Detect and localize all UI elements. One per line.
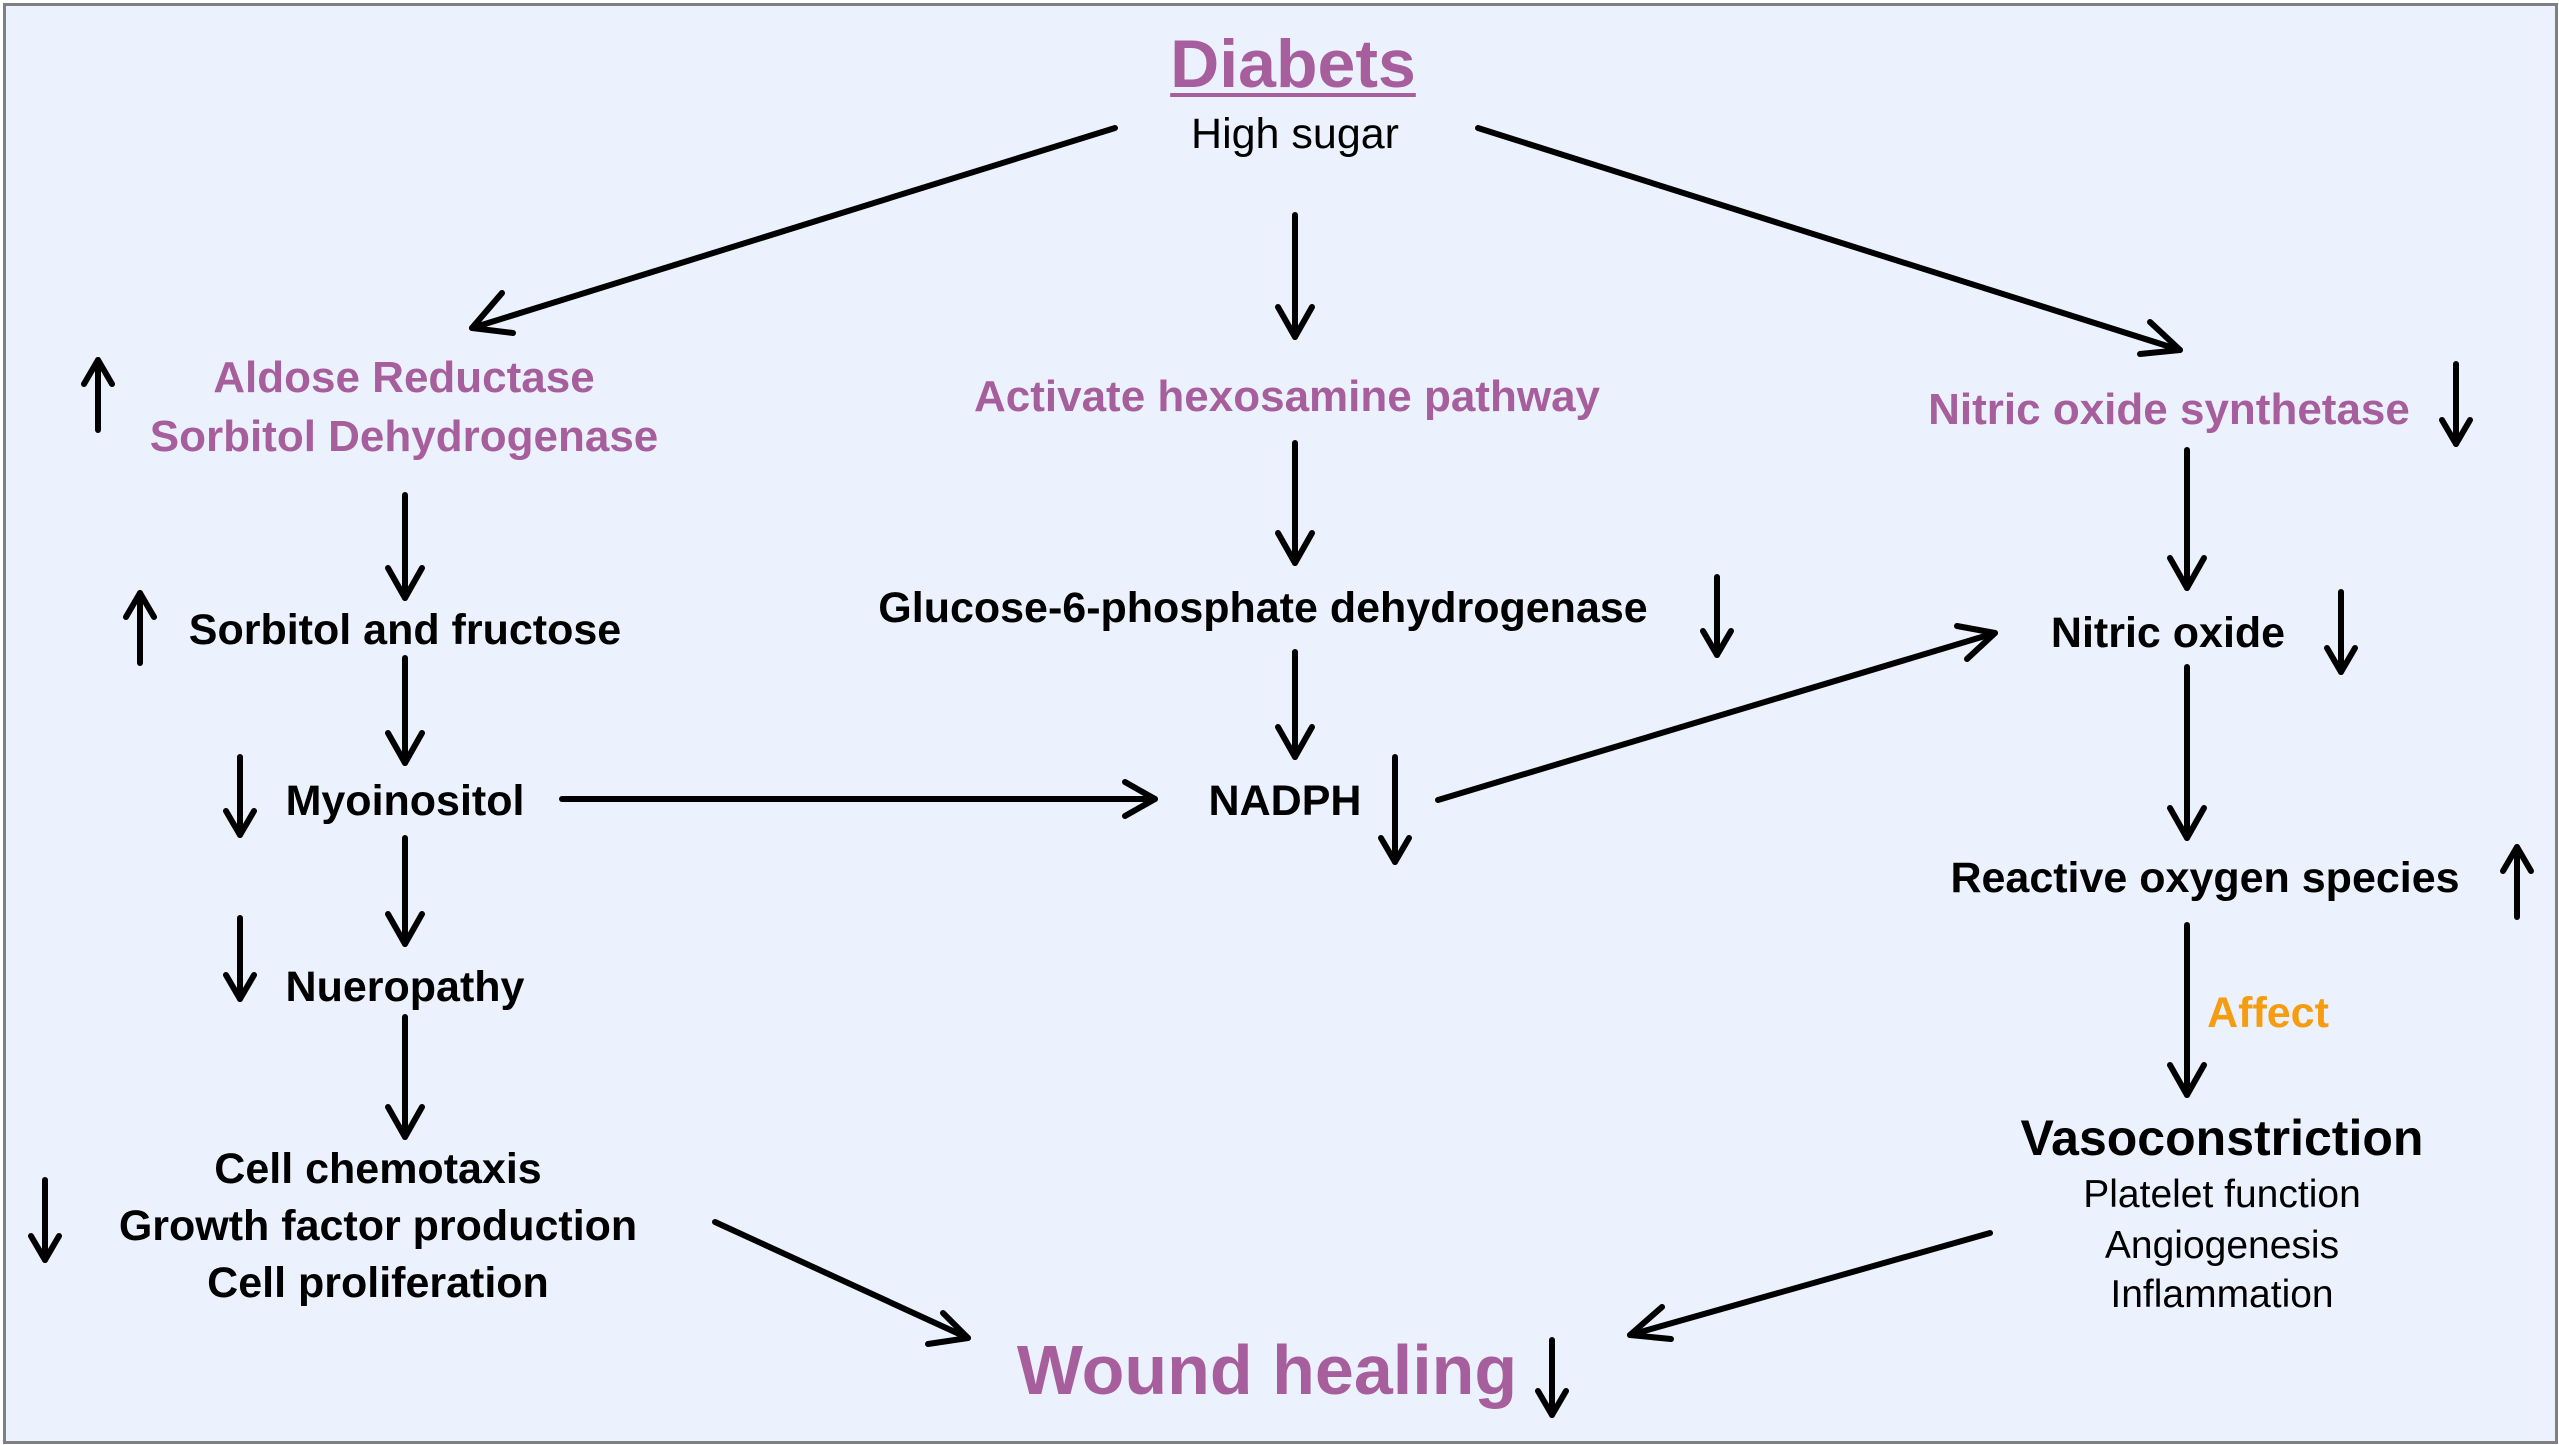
arrow-sugar-to-hexosamine <box>1275 212 1315 340</box>
label-nadph: NADPH <box>1208 777 1362 825</box>
arrow-nueropathy-to-cell <box>385 1014 425 1140</box>
label-cell-chemotaxis: Cell chemotaxis <box>214 1145 542 1193</box>
up-arrow-indicator-aldose <box>81 357 115 433</box>
down-arrow-indicator-g6pd <box>1700 574 1734 658</box>
label-myoinositol: Myoinositol <box>285 777 525 825</box>
label-cell-proliferation: Cell proliferation <box>207 1259 549 1307</box>
diagram-title: Diabets <box>1170 26 1416 102</box>
label-g6pd: Glucose-6-phosphate dehydrogenase <box>878 584 1648 632</box>
label-sorbitol-fructose: Sorbitol and fructose <box>188 606 622 654</box>
arrow-sorbitol-to-myoinositol <box>385 655 425 766</box>
down-arrow-indicator-nitric-oxide <box>2324 589 2358 675</box>
label-wound-healing: Wound healing <box>1016 1331 1518 1409</box>
label-angiogenesis: Angiogenesis <box>2104 1224 2340 1267</box>
label-nitric-oxide: Nitric oxide <box>2050 609 2286 657</box>
label-inflammation: Inflammation <box>2110 1273 2334 1316</box>
label-growth-factor-production: Growth factor production <box>118 1202 638 1250</box>
arrow-vaso-to-wound <box>1627 1230 1993 1342</box>
label-platelet-function: Platelet function <box>2083 1173 2361 1216</box>
down-arrow-indicator-myoinositol <box>223 754 257 838</box>
down-arrow-indicator-nueropathy <box>223 915 257 1002</box>
arrow-sugar-to-nos <box>1475 125 2183 357</box>
arrow-nos-to-nitric-oxide <box>2167 447 2207 591</box>
label-reactive-oxygen-species: Reactive oxygen species <box>1950 854 2460 902</box>
arrow-myoinositol-to-nadph <box>559 779 1158 819</box>
label-hexosamine-pathway: Activate hexosamine pathway <box>973 372 1601 421</box>
up-arrow-indicator-ros <box>2500 844 2534 920</box>
label-aldose-reductase: Aldose Reductase <box>213 353 595 402</box>
down-arrow-indicator-cell-functions <box>28 1177 62 1263</box>
arrow-myoinositol-to-nueropathy <box>385 835 425 947</box>
down-arrow-indicator-nos <box>2439 361 2473 447</box>
subtitle-high-sugar: High sugar <box>1191 110 1399 158</box>
arrow-cell-to-wound <box>712 1219 971 1347</box>
label-nueropathy: Nueropathy <box>285 963 525 1011</box>
arrow-aldose-to-sorbitol <box>385 492 425 601</box>
diagram-frame <box>3 3 2558 1444</box>
arrow-ros-to-vasoconstriction <box>2167 922 2207 1098</box>
arrow-nadph-to-nitric-oxide <box>1435 623 1998 803</box>
arrow-nitric-oxide-to-ros <box>2167 664 2207 841</box>
arrow-g6pd-to-nadph <box>1275 649 1315 760</box>
label-nitric-oxide-synthetase: Nitric oxide synthetase <box>1928 385 2410 434</box>
up-arrow-indicator-sorbitol <box>123 590 157 666</box>
label-vasoconstriction: Vasoconstriction <box>2020 1110 2424 1166</box>
label-affect: Affect <box>2207 989 2329 1037</box>
label-sorbitol-dehydrogenase: Sorbitol Dehydrogenase <box>149 412 659 461</box>
arrow-sugar-to-aldose <box>469 125 1118 336</box>
down-arrow-indicator-wound <box>1535 1337 1569 1418</box>
arrow-hexosamine-to-g6pd <box>1275 440 1315 566</box>
down-arrow-indicator-nadph <box>1378 754 1412 865</box>
